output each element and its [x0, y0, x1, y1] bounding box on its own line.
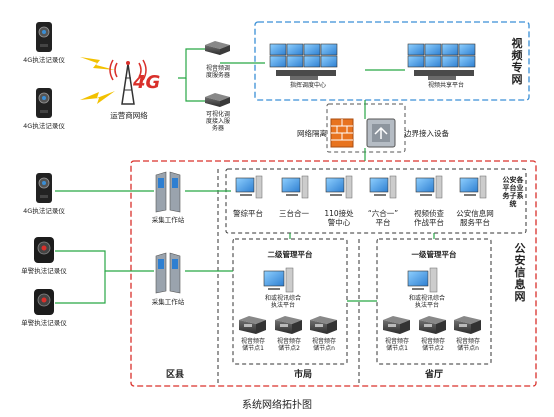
platform-computer-icon — [235, 175, 263, 199]
platform-computer-icon — [369, 175, 397, 199]
level1-platform-computer-icon — [407, 267, 438, 293]
dispatch-server-label: 视音频调度服务器 — [205, 65, 230, 79]
storage-node-label: 视音频存储节点2 — [420, 338, 445, 352]
workstation-icon — [155, 171, 181, 213]
storage-node-icon — [310, 316, 337, 334]
region-city-label: 市局 — [293, 370, 312, 380]
workstation-icon — [155, 252, 181, 294]
storage-node-label: 视音频存储节点1 — [384, 338, 409, 352]
lightning-bolt-icon — [80, 57, 115, 70]
lightning-bolt-icon — [80, 91, 115, 104]
video-net-box — [254, 21, 530, 101]
level1-title: 一级管理平台 — [411, 250, 457, 259]
public-net-title: 公安信息网 — [514, 242, 526, 303]
diagram-caption: 系统网络拓扑图 — [242, 400, 312, 411]
border-device-label: 边界接入设备 — [404, 129, 449, 138]
recorder-label: 4G执法记录仪 — [23, 122, 65, 130]
platform-computer-icon — [281, 175, 309, 199]
command-center-icon — [269, 43, 338, 80]
platform-computer-icon — [459, 175, 487, 199]
green-links — [55, 48, 435, 304]
carrier-label: 运营商网络 — [110, 111, 148, 120]
workstation-label: 采集工作站 — [151, 216, 185, 224]
storage-node-label: 视音频存储节点1 — [240, 338, 265, 352]
recorder-4g-icon — [36, 173, 52, 203]
level2-box — [232, 238, 348, 365]
share-platform-icon — [407, 43, 476, 80]
storage-node-label: 视音频存储节点n — [455, 338, 480, 352]
level1-platform-label: 和或视讯综合执法平台 — [408, 295, 445, 309]
platform-label: 110接处警中心 — [324, 209, 354, 227]
level2-platform-computer-icon — [263, 267, 294, 293]
recorder-single-icon — [34, 289, 54, 315]
access-server-icon — [205, 93, 230, 107]
platforms-title: 公安各平台业务子系统 — [502, 176, 524, 208]
recorder-label: 4G执法记录仪 — [23, 207, 65, 215]
recorder-label: 单警执法记录仪 — [21, 267, 67, 275]
platform-label: 视频侦查作战平台 — [414, 209, 444, 227]
storage-node-label: 视音频存储节点2 — [276, 338, 301, 352]
storage-node-icon — [454, 316, 481, 334]
region-province-label: 省厅 — [424, 370, 443, 380]
storage-node-icon — [419, 316, 446, 334]
share-platform-label: 视频共享平台 — [427, 82, 464, 89]
access-server-label: 可视化调度接入服务器 — [205, 111, 230, 132]
recorder-single-icon — [34, 237, 54, 263]
platform-label: 公安信息网服务平台 — [456, 209, 494, 227]
firewall-icon — [330, 118, 354, 148]
dispatch-server-icon — [205, 41, 230, 55]
storage-node-label: 视音频存储节点n — [311, 338, 336, 352]
recorder-label: 4G执法记录仪 — [23, 56, 65, 64]
level2-platform-label: 和或视讯综合执法平台 — [264, 295, 301, 309]
storage-node-icon — [239, 316, 266, 334]
platform-computer-icon — [415, 175, 443, 199]
cell-tower-icon — [109, 59, 147, 105]
platform-label: “六合一”平台 — [367, 209, 399, 227]
command-center-label: 指挥调度中心 — [289, 82, 326, 89]
workstation-label: 采集工作站 — [151, 298, 185, 306]
isolation-label: 网络隔离 — [297, 129, 327, 138]
platform-label: 三台合一 — [279, 209, 309, 218]
recorder-4g-icon — [36, 88, 52, 118]
region-county-label: 区县 — [165, 370, 184, 380]
recorder-4g-icon — [36, 22, 52, 52]
recorder-label: 单警执法记录仪 — [21, 319, 67, 327]
carrier-4g-badge: 4G — [133, 72, 161, 93]
isolation-box — [326, 103, 406, 153]
storage-node-icon — [383, 316, 410, 334]
platform-label: 警综平台 — [233, 209, 263, 218]
platform-computer-icon — [325, 175, 353, 199]
level2-title: 二级管理平台 — [267, 250, 313, 259]
border-device-icon — [366, 118, 396, 148]
platforms-box — [225, 168, 527, 234]
storage-node-icon — [275, 316, 302, 334]
video-net-title: 视频专网 — [511, 37, 523, 86]
public-net-box — [130, 160, 537, 387]
